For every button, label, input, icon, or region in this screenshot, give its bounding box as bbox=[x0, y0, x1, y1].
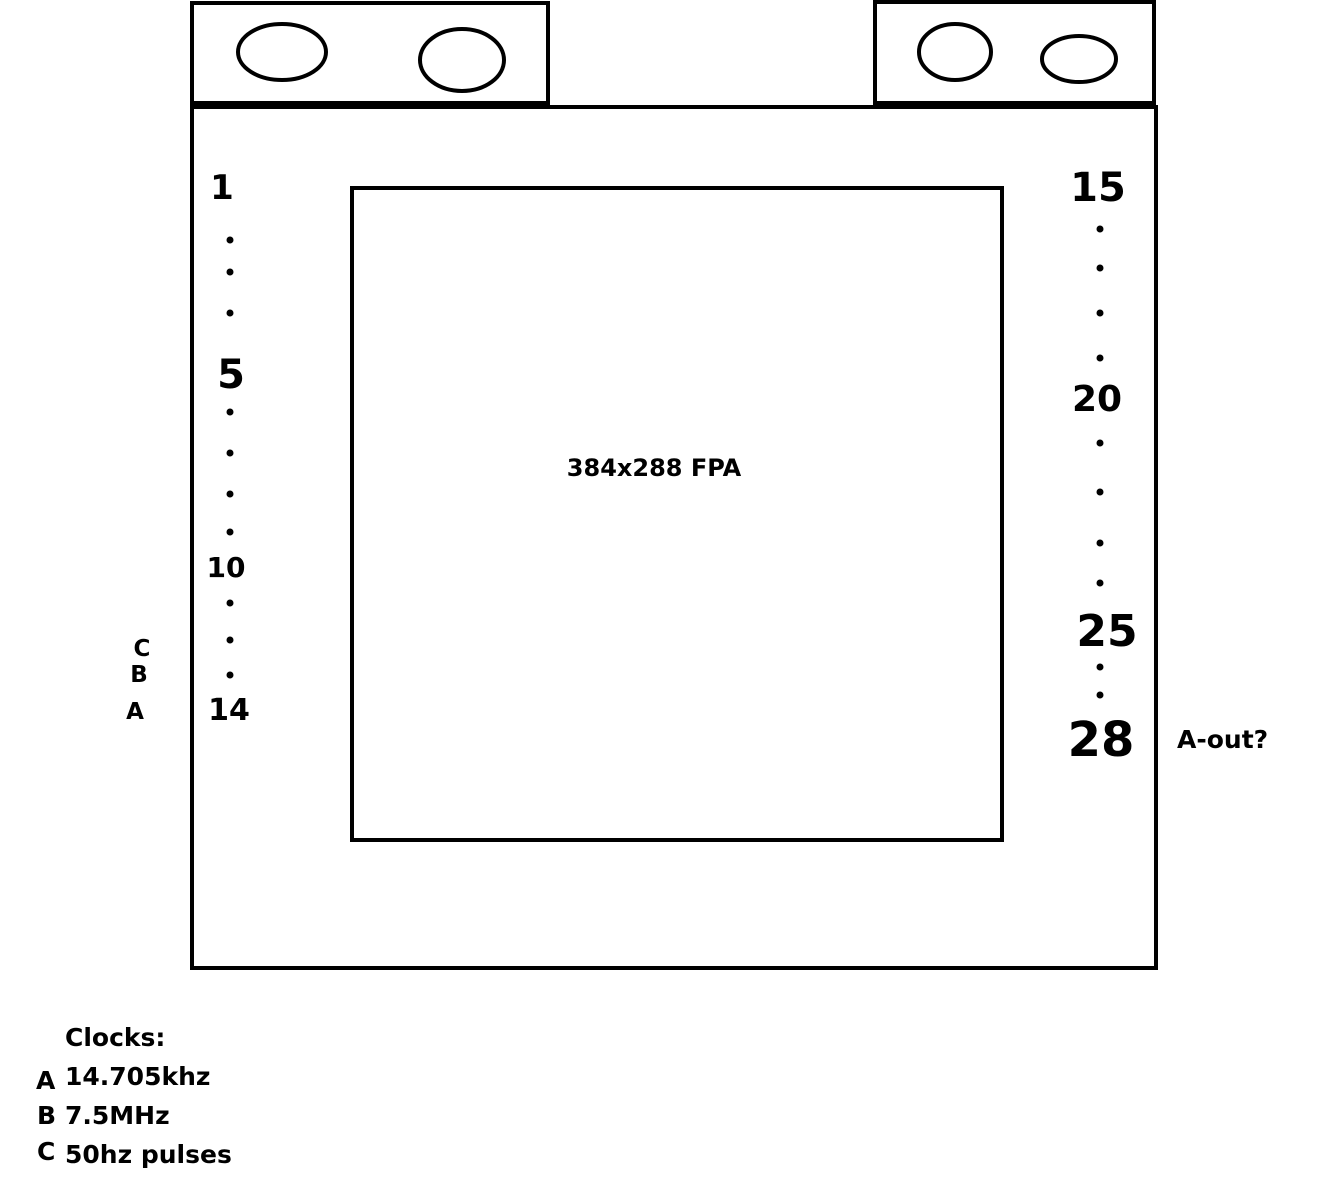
legend-value-a: 14.705khz bbox=[65, 1062, 210, 1091]
pin-label-5: 5 bbox=[217, 352, 245, 398]
legend-value-b: 7.5MHz bbox=[65, 1101, 170, 1130]
legend-value-c: 50hz pulses bbox=[65, 1140, 232, 1169]
pin-label-10: 10 bbox=[207, 551, 246, 584]
legend-heading: Clocks: bbox=[65, 1023, 165, 1052]
pin-label-28: 28 bbox=[1068, 712, 1135, 768]
fpa-area bbox=[350, 186, 1004, 842]
pin-dot bbox=[226, 408, 234, 416]
connector-left-hole-1 bbox=[236, 22, 328, 82]
left-pin-column: 1 5 10 14 bbox=[207, 168, 250, 728]
pin-dot bbox=[1096, 539, 1104, 547]
legend-key-b: B bbox=[37, 1101, 56, 1130]
connector-right-hole-2 bbox=[1040, 34, 1118, 84]
right-pin-column: 15 20 25 28 bbox=[1068, 165, 1138, 768]
clock-marker-a: A bbox=[126, 699, 144, 725]
pin-label-1: 1 bbox=[210, 168, 234, 208]
output-annotation: A-out? bbox=[1177, 725, 1268, 754]
pin-dot bbox=[1096, 579, 1104, 587]
pin-dot bbox=[1096, 488, 1104, 496]
pin-dot bbox=[226, 449, 234, 457]
connector-right bbox=[873, 0, 1156, 105]
pin-dot bbox=[226, 236, 234, 244]
connector-left bbox=[190, 1, 550, 105]
pin-dot bbox=[1096, 691, 1104, 699]
connector-left-hole-2 bbox=[418, 27, 506, 93]
pin-dot bbox=[1096, 663, 1104, 671]
pin-dot bbox=[226, 599, 234, 607]
clock-marker-c: C bbox=[134, 636, 151, 662]
pin-dot bbox=[226, 671, 234, 679]
pin-label-20: 20 bbox=[1072, 379, 1122, 420]
pin-label-14: 14 bbox=[208, 693, 250, 728]
pin-dot bbox=[1096, 309, 1104, 317]
legend-key-a: A bbox=[36, 1066, 56, 1095]
pin-dot bbox=[1096, 439, 1104, 447]
pin-dot bbox=[226, 636, 234, 644]
fpa-label: 384x288 FPA bbox=[567, 454, 742, 482]
sensor-package bbox=[190, 105, 1158, 970]
pin-dot bbox=[226, 528, 234, 536]
pin-dot bbox=[226, 268, 234, 276]
clock-marker-b: B bbox=[130, 662, 148, 688]
pin-dot bbox=[226, 309, 234, 317]
pin-dot bbox=[1096, 354, 1104, 362]
pin-label-15: 15 bbox=[1070, 165, 1126, 211]
connector-right-hole-1 bbox=[917, 22, 993, 82]
pin-label-25: 25 bbox=[1076, 606, 1137, 657]
pin-dot bbox=[1096, 225, 1104, 233]
clocks-legend: Clocks: A 14.705khz B 7.5MHz C 50hz puls… bbox=[36, 1023, 232, 1169]
pin-dot bbox=[226, 490, 234, 498]
pin-dot bbox=[1096, 264, 1104, 272]
legend-key-c: C bbox=[37, 1137, 55, 1166]
